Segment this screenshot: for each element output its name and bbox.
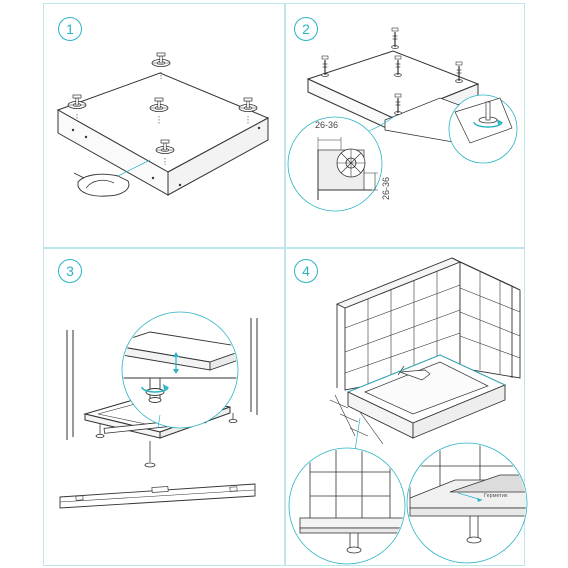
dimension-horizontal: 26-36	[315, 120, 338, 130]
step-number-4: 4	[294, 259, 318, 283]
step-number-1: 1	[58, 17, 82, 41]
adjustment-detail	[448, 94, 518, 164]
spirit-level	[59, 483, 256, 509]
sealant-detail	[406, 442, 528, 564]
sealant-label: Герметик	[484, 493, 508, 499]
wall-tray-joint-detail	[288, 447, 406, 565]
step-number-3: 3	[58, 259, 82, 283]
step-number-2: 2	[294, 17, 318, 41]
dimension-vertical: 26-36	[381, 177, 391, 200]
step-4-drawing	[329, 257, 521, 445]
height-adjust-detail	[121, 311, 239, 429]
dimension-detail	[287, 116, 383, 212]
step-1-drawing	[56, 52, 270, 197]
